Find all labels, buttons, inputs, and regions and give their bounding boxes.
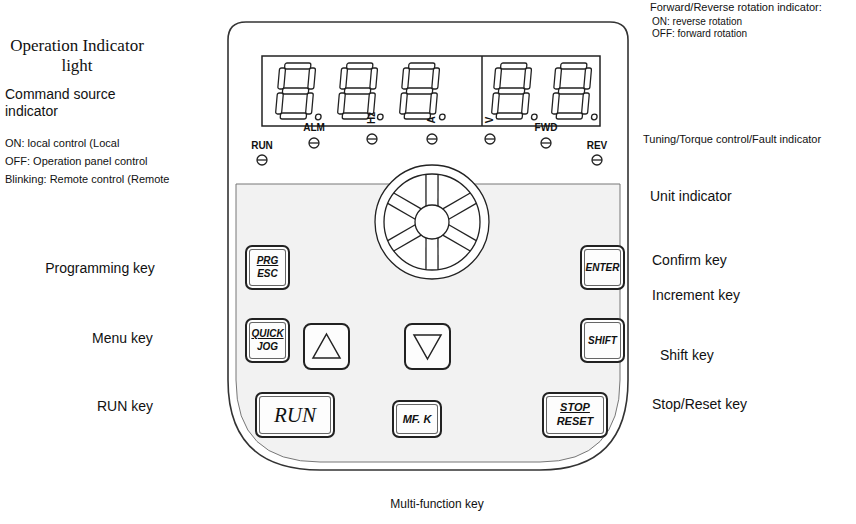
annotation: Increment key (652, 287, 740, 304)
key-label: ENTER (586, 262, 620, 273)
run-key: RUN (255, 392, 335, 438)
dial-spoke (449, 203, 476, 219)
dial-spoke (425, 238, 426, 270)
programming-key: PRG ESC (245, 245, 290, 290)
annotation: Menu key (92, 330, 153, 347)
indicator-label: V (484, 117, 496, 124)
annotation: Command source indicator (5, 86, 145, 120)
indicator-leds (257, 134, 602, 165)
key-label: RUN (274, 403, 316, 428)
dial-spoke (443, 235, 470, 251)
stop-reset-key: STOP RESET (542, 392, 608, 438)
dial-spoke (388, 203, 415, 219)
multi-function-key: MF. K (392, 400, 442, 438)
enter-key: ENTER (580, 245, 625, 290)
dial-spoke (388, 225, 415, 241)
annotation: Confirm key (652, 252, 727, 269)
dial-spoke (394, 193, 421, 209)
annotation: Unit indicator (650, 188, 732, 205)
dial-spoke (437, 238, 438, 270)
annotation: Multi-function key (390, 497, 483, 511)
annotation: RUN key (97, 398, 153, 415)
display-divider (481, 56, 483, 126)
annotation: Tuning/Torque control/Fault indicator (643, 133, 821, 146)
annotation-note: OFF: forward rotation (652, 28, 747, 40)
panel-housing (228, 22, 628, 470)
dial-spoke (425, 174, 426, 206)
key-label: SHIFT (588, 335, 617, 346)
key-label: QUICK JOG (251, 328, 283, 353)
dial-spoke (394, 235, 421, 251)
annotation: Forward/Reverse rotation indicator: (650, 1, 822, 14)
indicator-label: FWD (535, 122, 558, 134)
indicator-label: Hz (366, 112, 378, 124)
quick-jog-key: QUICK JOG (245, 318, 290, 363)
annotation: Programming key (45, 260, 155, 277)
seven-segment-digits (275, 63, 602, 120)
annotation: Stop/Reset key (652, 396, 747, 413)
shift-key: SHIFT (580, 318, 625, 363)
key-label: PRG ESC (257, 255, 279, 280)
indicator-label: REV (587, 140, 608, 152)
indicator-label: ALM (303, 122, 325, 134)
dial-spoke (449, 225, 476, 241)
annotation: Shift key (660, 347, 714, 364)
display-frame (262, 56, 600, 126)
arrow-keys (304, 324, 450, 369)
annotation-note: Blinking: Remote control (Remote (5, 173, 169, 186)
annotation-note: OFF: Operation panel control (5, 155, 147, 168)
key-label: MF. K (403, 413, 432, 425)
dial-spoke (437, 174, 438, 206)
annotation-note: ON: local control (Local (5, 137, 119, 150)
panel-title: Operation Indicator light (2, 36, 152, 77)
indicator-label: RUN (251, 140, 273, 152)
indicator-label: A (426, 116, 438, 123)
key-label: STOP RESET (557, 401, 594, 429)
dial-spoke (443, 193, 470, 209)
annotation-note: ON: reverse rotation (652, 16, 742, 28)
potentiometer-dial (375, 165, 489, 279)
